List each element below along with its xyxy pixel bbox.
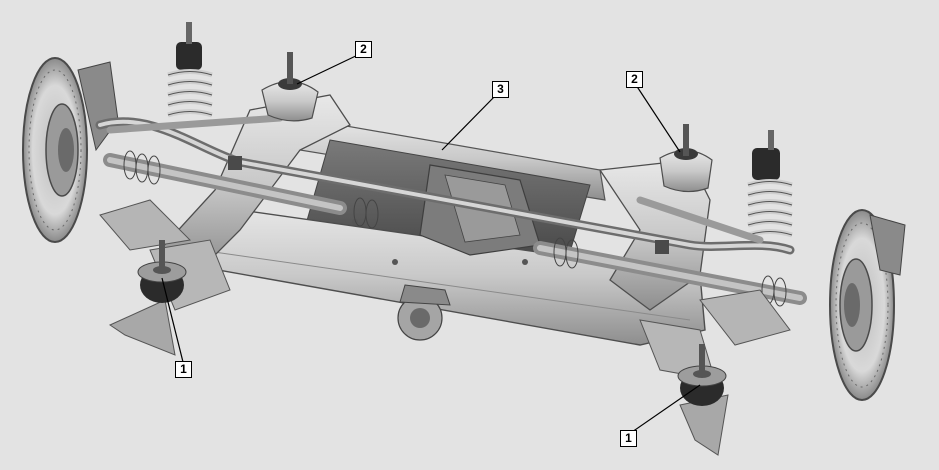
callout-1-right: 1: [620, 430, 637, 447]
left-rear-mount: [261, 52, 319, 122]
leader-3: [441, 93, 498, 151]
stabilizer-bar: [95, 117, 795, 255]
right-rear-mount: [659, 124, 713, 193]
leader-2-right: [635, 84, 681, 153]
leader-lines: [161, 52, 701, 433]
leader-1-left: [161, 277, 184, 363]
callout-2-right: 2: [626, 71, 643, 88]
callout-2-left: 2: [355, 41, 372, 58]
control-arms: [99, 114, 791, 346]
right-brake-disc: [829, 209, 906, 401]
right-spring-damper: [747, 130, 793, 238]
left-brake-disc: [22, 57, 119, 243]
left-front-mount: [108, 240, 187, 356]
right-front-mount: [677, 344, 729, 456]
leader-1-right: [631, 384, 701, 433]
left-spring-damper: [167, 22, 213, 118]
drive-shafts: [103, 150, 807, 307]
callout-1-left: 1: [175, 361, 192, 378]
callout-3: 3: [492, 81, 509, 98]
leader-2-left: [296, 52, 363, 85]
